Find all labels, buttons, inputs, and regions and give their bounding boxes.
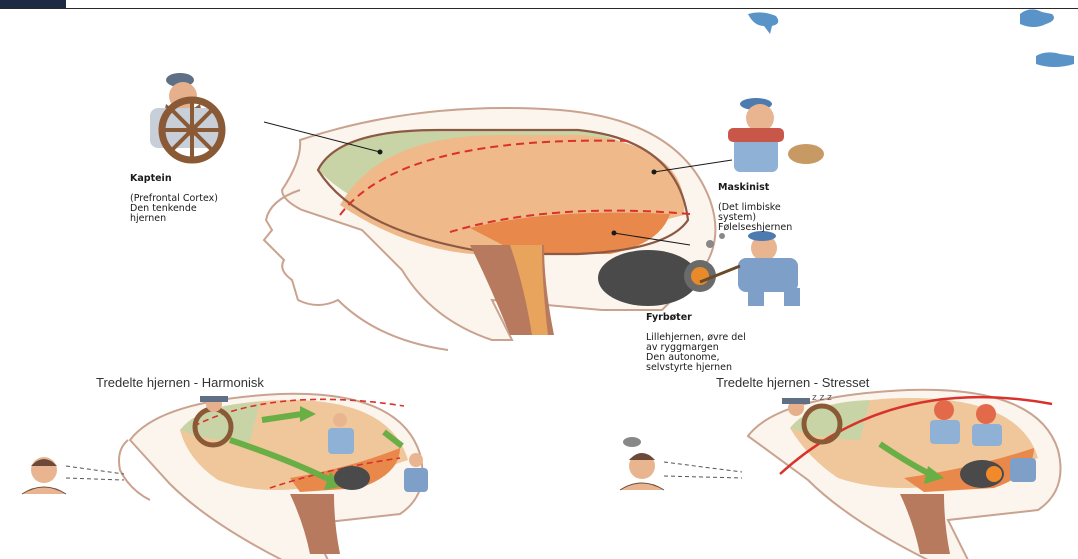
label-maskinist-body: (Det limbiske system) Følelseshjernen xyxy=(718,202,792,233)
stressed-head: z z z xyxy=(748,390,1061,559)
svg-text:z z z: z z z xyxy=(812,393,832,403)
label-maskinist-title: Maskinist xyxy=(718,183,792,193)
machinist-figure xyxy=(728,98,824,172)
label-kaptein: Kaptein (Prefrontal Cortex) Den tenkende… xyxy=(130,164,218,224)
label-fyrboter-title: Fyrbøter xyxy=(646,313,746,323)
captain-figure xyxy=(150,73,222,160)
panel-title-harmonious: Tredelte hjernen - Harmonisk xyxy=(96,375,264,390)
label-fyrboter: Fyrbøter Lillehjernen, øvre del av ryggm… xyxy=(646,303,746,373)
label-kaptein-body: (Prefrontal Cortex) Den tenkende hjernen xyxy=(130,193,218,224)
label-maskinist: Maskinist (Det limbiske system) Følelses… xyxy=(718,173,792,233)
label-fyrboter-body: Lillehjernen, øvre del av ryggmargen Den… xyxy=(646,332,746,373)
person-harmonious xyxy=(22,457,124,494)
person-stressed xyxy=(620,437,742,490)
blue-splash-decoration xyxy=(748,9,1074,67)
panel-title-stressed: Tredelte hjernen - Stresset xyxy=(716,375,869,390)
harmonious-head xyxy=(119,394,428,559)
label-kaptein-title: Kaptein xyxy=(130,174,218,184)
